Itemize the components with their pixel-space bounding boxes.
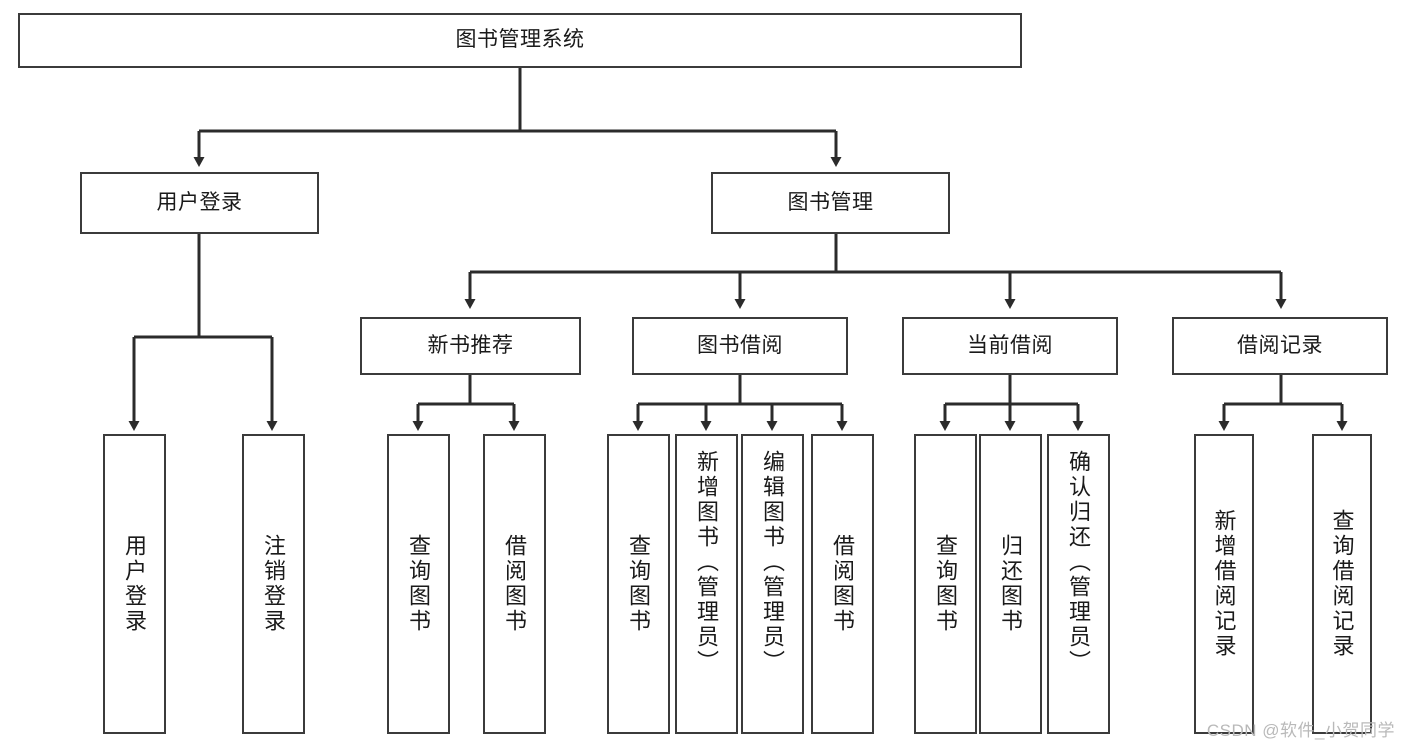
node-leaf-borrow-book-1[interactable]: 借阅图书	[483, 434, 546, 734]
node-leaf-query-record[interactable]: 查询借阅记录	[1312, 434, 1372, 734]
node-book-borrow[interactable]: 图书借阅	[632, 317, 848, 375]
node-new-book-recommend-label: 新书推荐	[427, 333, 514, 357]
node-leaf-add-record-label: 新增借阅记录	[1211, 509, 1237, 659]
watermark-text: CSDN @软件_小贺同学	[1206, 721, 1395, 740]
node-borrow-record-label: 借阅记录	[1237, 333, 1323, 357]
node-leaf-query-record-label: 查询借阅记录	[1329, 509, 1355, 659]
node-borrow-record[interactable]: 借阅记录	[1172, 317, 1388, 375]
node-leaf-edit-book[interactable]: 编辑图书（管理员）	[741, 434, 804, 734]
node-current-borrow[interactable]: 当前借阅	[902, 317, 1118, 375]
node-root[interactable]: 图书管理系统	[18, 13, 1022, 68]
node-leaf-edit-book-label: 编辑图书（管理员）	[760, 450, 786, 675]
node-leaf-user-logout-label: 注销登录	[261, 534, 287, 634]
node-leaf-query-book-1[interactable]: 查询图书	[387, 434, 450, 734]
node-leaf-user-login[interactable]: 用户登录	[103, 434, 166, 734]
node-book-manage[interactable]: 图书管理	[711, 172, 950, 234]
node-leaf-query-book-2-label: 查询图书	[626, 534, 652, 634]
node-leaf-add-book-label: 新增图书（管理员）	[694, 450, 720, 675]
node-leaf-query-book-2[interactable]: 查询图书	[607, 434, 670, 734]
node-root-label: 图书管理系统	[455, 28, 585, 52]
node-leaf-return-book[interactable]: 归还图书	[979, 434, 1042, 734]
node-leaf-borrow-book-2-label: 借阅图书	[830, 534, 856, 634]
node-leaf-return-book-label: 归还图书	[998, 534, 1024, 634]
node-user-login-label: 用户登录	[156, 190, 243, 214]
node-book-manage-label: 图书管理	[787, 190, 874, 214]
node-current-borrow-label: 当前借阅	[967, 333, 1053, 357]
node-user-login[interactable]: 用户登录	[80, 172, 319, 234]
node-leaf-query-book-3-label: 查询图书	[933, 534, 959, 634]
node-book-borrow-label: 图书借阅	[697, 333, 783, 357]
node-leaf-borrow-book-2[interactable]: 借阅图书	[811, 434, 874, 734]
node-leaf-user-login-label: 用户登录	[122, 534, 148, 634]
node-leaf-confirm-return[interactable]: 确认归还（管理员）	[1047, 434, 1110, 734]
node-leaf-user-logout[interactable]: 注销登录	[242, 434, 305, 734]
node-leaf-add-record[interactable]: 新增借阅记录	[1194, 434, 1254, 734]
node-leaf-add-book[interactable]: 新增图书（管理员）	[675, 434, 738, 734]
node-leaf-borrow-book-1-label: 借阅图书	[502, 534, 528, 634]
node-leaf-query-book-3[interactable]: 查询图书	[914, 434, 977, 734]
node-leaf-confirm-return-label: 确认归还（管理员）	[1066, 450, 1092, 675]
node-leaf-query-book-1-label: 查询图书	[406, 534, 432, 634]
node-new-book-recommend[interactable]: 新书推荐	[360, 317, 581, 375]
